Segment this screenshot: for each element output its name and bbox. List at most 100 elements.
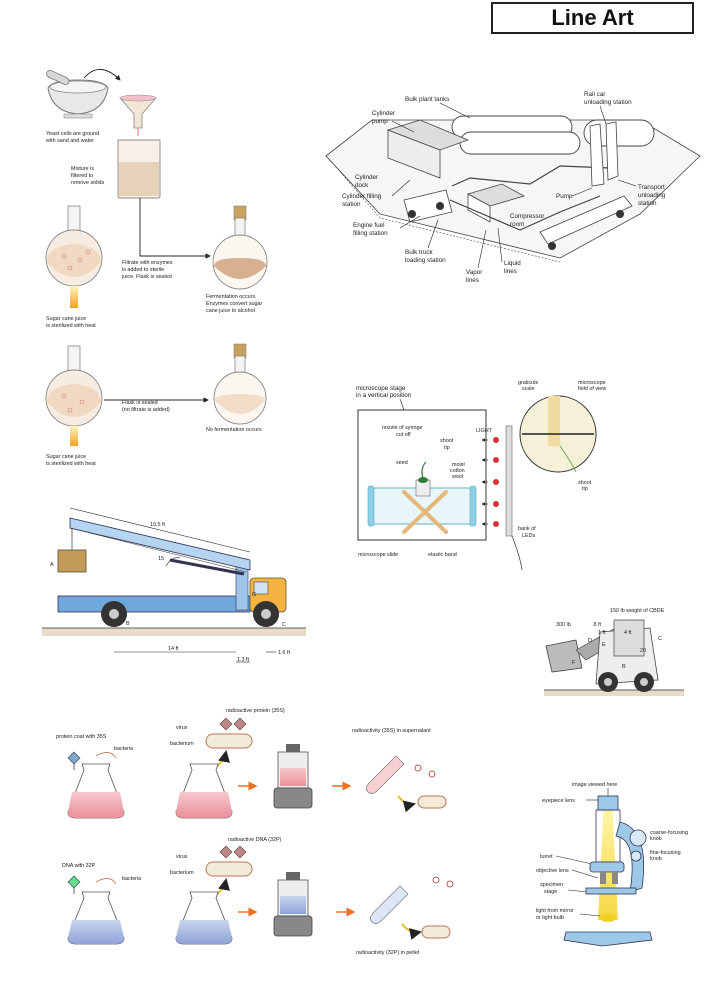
diagram-label: (no filtrate is added) xyxy=(122,407,170,413)
diagram-label: specimen xyxy=(540,882,563,888)
diagram-label: field of view xyxy=(578,386,606,392)
plant-labels: Bulk plant tanks Cylinder pump Cylinder … xyxy=(342,91,666,284)
diagram-label: .8 ft xyxy=(592,622,601,628)
diagram-label: knob xyxy=(650,836,662,842)
diagram-label: coarse-focusing xyxy=(650,830,688,836)
diagram-label: LIGHT xyxy=(476,428,493,434)
led-bank-icon xyxy=(481,425,523,571)
field-of-view-icon xyxy=(519,395,597,473)
test-tube-icon xyxy=(370,885,409,924)
diagram-label: Flask is sealed xyxy=(122,400,158,406)
diagram-label: knob xyxy=(650,856,662,862)
diagram-label: D xyxy=(588,638,592,644)
diagram-label: Fermentation occurs. xyxy=(206,294,257,300)
diagram-label: remove solids xyxy=(71,180,105,186)
flask-no-fermentation-icon xyxy=(213,343,267,425)
diagram-label: unloading xyxy=(638,192,666,199)
diagram-label: shoot xyxy=(578,480,592,486)
diagram-label: LEDs xyxy=(522,533,535,539)
diagram-label: dock xyxy=(355,182,369,189)
diagram-label: graticule xyxy=(518,380,538,386)
diagram-label: tip xyxy=(444,445,450,451)
diagram-label: image viewed here xyxy=(572,782,617,788)
diagram-label: stage xyxy=(544,889,557,895)
diagram-label: Enzymes convert sugar xyxy=(206,301,263,307)
diagram-label: is sterilized with heat xyxy=(46,323,96,329)
diagram-label: Engine fuel xyxy=(353,222,385,229)
diagram-label: nozzle of syringe xyxy=(382,425,422,431)
tanker-truck-icon xyxy=(539,195,633,250)
diagram-label: tip xyxy=(582,486,588,492)
diagram-label: filling station xyxy=(353,230,388,237)
diagram-label: Yeast cells are ground xyxy=(46,131,99,137)
diagram-label: Bulk plant tanks xyxy=(405,96,449,103)
delivery-truck-icon xyxy=(403,189,453,223)
fermentation-diagram: Yeast cells are ground with sand and wat… xyxy=(45,69,268,467)
diagram-label: scale xyxy=(522,386,535,392)
diagram-label: Rail car xyxy=(584,91,605,98)
diagram-label: virus xyxy=(176,725,188,731)
diagram-label: radioactive protein (35S) xyxy=(226,708,285,714)
diagram-label: Cylinder xyxy=(372,110,395,117)
diagram-label: Filtrate with enzymes xyxy=(122,260,173,266)
diagram-label: Sugar cane juice xyxy=(46,454,86,460)
bulk-plant-diagram: Bulk plant tanks Cylinder pump Cylinder … xyxy=(325,91,701,284)
diagram-label: 1 ft xyxy=(598,630,606,636)
diagram-label: unloading station xyxy=(584,99,632,106)
diagram-label: light from mirror xyxy=(536,908,574,914)
diagram-label: elastic band xyxy=(428,552,457,558)
diagram-label: bacterium xyxy=(170,870,194,876)
diagram-label: Cylinder xyxy=(355,174,378,181)
phage-ghost-icon xyxy=(414,764,436,778)
diagram-label: bacteria xyxy=(122,876,141,882)
diagram-label: Bulk truck xyxy=(405,249,433,256)
mortar-pestle-icon xyxy=(46,69,109,119)
blender-icon xyxy=(273,744,313,809)
diagram-label: cane juice to alcohol xyxy=(206,308,255,314)
diagram-label: objective lens xyxy=(536,868,569,874)
diagram-label: 1.3 ft xyxy=(237,657,249,663)
phage-icon xyxy=(67,751,81,770)
diagram-label: shoot xyxy=(440,438,454,444)
diagram-label: 150 lb weight of CBDE xyxy=(610,608,665,614)
test-tube-icon xyxy=(366,755,405,794)
diagram-label: 20 xyxy=(640,648,646,654)
diagram-label: microscope stage xyxy=(356,385,406,392)
diagram-label: moist xyxy=(452,462,465,468)
diagram-label: in a vertical position xyxy=(356,392,412,399)
diagram-label: F xyxy=(572,660,576,666)
bulk-tank-icon xyxy=(451,115,655,155)
light-microscope-diagram: image viewed here eyepiece lens coarse-f… xyxy=(536,782,688,947)
seedling-setup-diagram: microscope stage in a vertical position … xyxy=(356,380,606,571)
diagram-label: seed xyxy=(396,460,408,466)
diagram-label: 15 xyxy=(158,556,164,562)
diagram-label: with sand and water xyxy=(45,138,94,144)
diagram-label: bank of xyxy=(518,526,536,532)
diagram-label: A xyxy=(50,562,54,568)
diagram-label: 19.5 ft xyxy=(150,522,165,528)
diagram-label: B xyxy=(622,664,626,670)
diagram-label: DNA with 32P xyxy=(62,863,96,869)
diagram-label: Cylinder filling xyxy=(342,193,382,200)
diagram-label: Mixture is xyxy=(71,166,94,172)
blender-icon xyxy=(273,872,313,937)
diagram-label: microscope slide xyxy=(358,552,398,558)
diagram-label: lines xyxy=(466,277,479,284)
diagram-label: cut off xyxy=(396,432,411,438)
diagram-label: cotton xyxy=(450,468,465,474)
diagram-label: room xyxy=(510,221,524,228)
diagram-label: is added to sterile xyxy=(122,267,164,273)
phage-icon xyxy=(67,875,81,894)
diagram-label: microscope xyxy=(578,380,606,386)
diagram-label: No fermentation occurs xyxy=(206,427,262,433)
diagram-label: Transport xyxy=(638,184,665,191)
truck-crane-diagram: 19.5 ft 15 A B C G 14 ft 1.3 ft 1.6 ft xyxy=(42,507,306,663)
diagram-label: Pump xyxy=(556,193,573,200)
flask-sterilizing-icon xyxy=(45,205,103,308)
diagram-label: turret xyxy=(540,854,553,860)
hershey-chase-diagram: protein coat with 35S bacteria radioacti… xyxy=(56,708,454,956)
diagram-label: E xyxy=(602,642,606,648)
funnel-beaker-icon xyxy=(117,94,161,199)
diagram-label: Sugar cane juice xyxy=(46,316,86,322)
